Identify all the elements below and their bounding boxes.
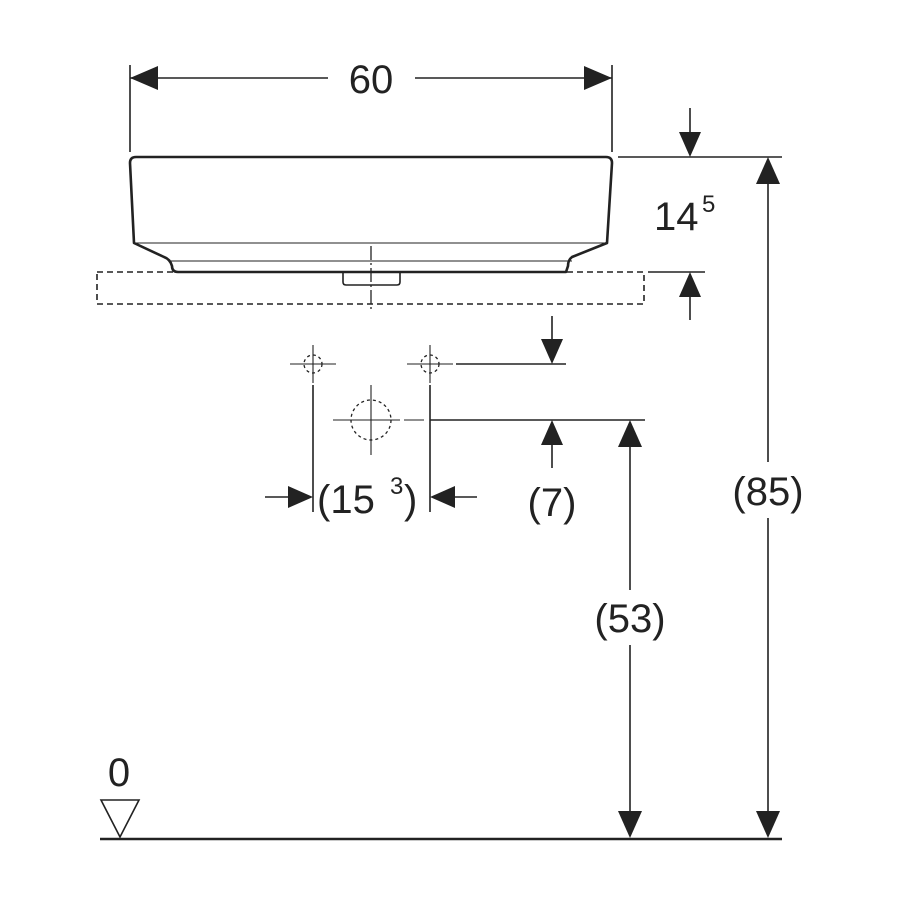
total-height-dimension: (85): [732, 157, 804, 838]
tap-hole-right: [407, 345, 453, 383]
arrow-left-icon: [130, 66, 158, 90]
waste-offset-dimension: (7): [528, 420, 577, 525]
tap-spacing-dimension: (15 3 ): [265, 385, 477, 522]
arrow-down-icon: [541, 339, 563, 364]
arrow-down-icon: [618, 811, 642, 838]
countertop-outline: [96, 271, 645, 305]
arrow-down-icon: [679, 132, 701, 157]
total-height-label: (85): [732, 470, 803, 514]
rim-height-label: 14: [654, 195, 699, 239]
arrow-up-icon: [756, 157, 780, 184]
floor-level-label: 0: [108, 751, 130, 795]
arrow-right-icon: [288, 486, 313, 508]
rim-height-dimension: 14 5: [618, 108, 782, 320]
tap-spacing-close: ): [404, 478, 417, 522]
arrow-up-icon: [541, 420, 563, 445]
waste-offset-label: (7): [528, 481, 577, 525]
tap-spacing-label: (15: [317, 478, 375, 522]
floor-level: 0: [99, 751, 782, 841]
arrow-right-icon: [584, 66, 612, 90]
arrow-up-icon: [618, 420, 642, 447]
level-triangle-icon: [99, 799, 141, 839]
basin-outline: [128, 155, 614, 312]
rim-height-sup: 5: [702, 191, 715, 218]
waste-height-label: (53): [594, 597, 665, 641]
tap-spacing-sup: 3: [390, 473, 403, 500]
waste-height-dimension: (53): [594, 420, 666, 838]
tap-hole-left: [290, 345, 336, 383]
width-dimension: 60: [129, 58, 613, 152]
width-label: 60: [349, 58, 394, 102]
waste-outlet: [333, 385, 424, 455]
arrow-left-icon: [430, 486, 455, 508]
arrow-up-icon: [679, 272, 701, 297]
arrow-down-icon: [756, 811, 780, 838]
